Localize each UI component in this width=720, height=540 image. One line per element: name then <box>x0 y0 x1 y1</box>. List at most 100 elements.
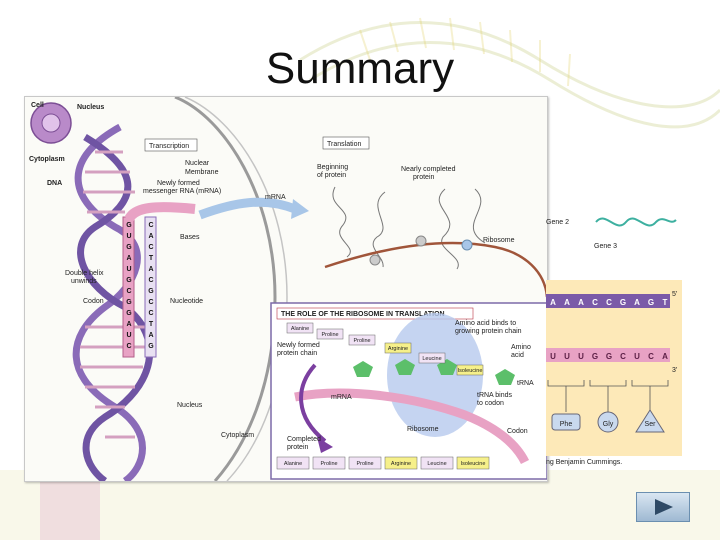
label-newly-formed-1: Newly formed <box>157 180 200 187</box>
dna-codon-base: A <box>634 298 640 307</box>
dna-codon-base: G <box>648 298 654 307</box>
mrna-base: C <box>126 288 131 295</box>
mrna-translation-strand <box>324 241 549 298</box>
label-bases: Bases <box>180 234 200 241</box>
inset-trna-binds-2: to codon <box>477 400 504 407</box>
transition-arrow <box>198 197 297 220</box>
dna-base: C <box>148 310 153 317</box>
mrna-strand <box>122 202 196 358</box>
label-beginning-1: Beginning <box>317 164 348 171</box>
inset-newly-formed-2: protein chain <box>277 350 317 357</box>
dna-codon-base: A <box>550 298 556 307</box>
label-cell: Cell <box>31 102 44 109</box>
rna-codon-base: C <box>648 352 654 361</box>
ribosome-inset: THE ROLE OF THE RIBOSOME IN TRANSLATION … <box>270 302 548 480</box>
label-cytoplasm-top: Cytoplasm <box>29 156 65 163</box>
mrna-base: G <box>126 299 132 306</box>
dna-base: T <box>149 321 154 328</box>
chain-amino-label: Alanine <box>284 461 302 467</box>
label-codon: Codon <box>83 298 104 305</box>
inset-trna: tRNA <box>517 380 534 387</box>
label-credit: ng Benjamin Cummings. <box>546 459 622 466</box>
label-nearly-1: Nearly completed <box>401 166 456 173</box>
rna-codon-base: C <box>620 352 626 361</box>
amino-acid-label: Isoleucine <box>458 368 483 374</box>
inset-mrna: mRNA <box>331 394 352 401</box>
dna-codon-base: A <box>578 298 584 307</box>
label-beginning-2: of protein <box>317 172 346 179</box>
chain-amino-label: Proline <box>356 461 373 467</box>
dna-base: T <box>149 255 154 262</box>
dna-base: C <box>148 244 153 251</box>
rna-codon-base: U <box>550 352 556 361</box>
dna-codon-base: C <box>606 298 612 307</box>
rna-codon-base: U <box>634 352 640 361</box>
label-cytoplasm-bottom: Cytoplasm <box>221 432 254 439</box>
mrna-base: U <box>126 233 131 240</box>
rna-codon-base: A <box>662 352 668 361</box>
dna-codon-base: T <box>663 298 668 307</box>
inset-amino-acid-1: Amino <box>511 344 531 351</box>
inset-amino-binds-2: growing protein chain <box>455 328 522 335</box>
amino-acid-label: Leucine <box>422 356 441 362</box>
label-nucleus-top: Nucleus <box>77 104 104 111</box>
play-icon <box>655 499 673 515</box>
mrna-base: U <box>126 266 131 273</box>
dna-codon-base: G <box>620 298 626 307</box>
chain-amino-label: Proline <box>320 461 337 467</box>
amino-acid-box <box>456 364 484 376</box>
mrna-base: G <box>126 277 132 284</box>
label-nearly-2: protein <box>413 174 435 181</box>
gene3-squiggle <box>595 217 677 227</box>
label-nuclear-1: Nuclear <box>185 160 210 167</box>
inset-ribosome: Ribosome <box>407 426 439 433</box>
slide-title: Summary <box>265 44 455 93</box>
inset-mrna <box>294 388 530 465</box>
amino-acid-symbol: Phe <box>560 421 573 428</box>
inset-amino-binds-1: Amino acid binds to <box>455 320 516 327</box>
dna-base: C <box>148 277 153 284</box>
mrna-base: G <box>126 310 132 317</box>
growing-chain-arrow <box>299 363 327 443</box>
next-slide-button[interactable] <box>636 492 690 522</box>
amino-acid-label: Alanine <box>291 326 309 332</box>
inset-amino-acid-2: acid <box>511 352 524 359</box>
inset-trna-binds-1: tRNA binds <box>477 392 513 399</box>
chain-amino-box <box>312 456 346 470</box>
dna-base: G <box>148 343 154 350</box>
label-translation: Translation <box>327 141 361 148</box>
label-nuclear-2: Membrane <box>185 169 219 176</box>
label-dna: DNA <box>47 180 62 187</box>
inset-codon: Codon <box>507 428 528 435</box>
chain-amino-label: Isoleucine <box>461 461 486 467</box>
label-newly-formed-2: messenger RNA (mRNA) <box>143 188 221 195</box>
amino-acid-symbol: Ser <box>645 421 657 428</box>
label-ribosome: Ribosome <box>483 237 515 244</box>
amino-acid-box <box>418 352 446 364</box>
inset-newly-formed-1: Newly formed <box>277 342 320 349</box>
dna-base: C <box>148 299 153 306</box>
mrna-base: A <box>126 255 131 262</box>
dna-base: C <box>148 222 153 229</box>
amino-acid-label: Proline <box>353 338 370 344</box>
mrna-base: G <box>126 222 132 229</box>
dna-base: G <box>148 288 154 295</box>
amino-acid-label: Proline <box>321 332 338 338</box>
chain-amino-label: Arginine <box>391 461 411 467</box>
inset-title: THE ROLE OF THE RIBOSOME IN TRANSLATION <box>281 311 445 318</box>
nuclear-membrane <box>174 95 277 482</box>
inset-completed-1: Completed <box>287 436 321 443</box>
amino-acid-box <box>286 322 314 334</box>
label-double-helix-1: Double helix <box>65 270 104 277</box>
nucleus-icon <box>41 113 61 133</box>
inset-completed-2: protein <box>287 444 309 451</box>
chain-amino-box <box>384 456 418 470</box>
dna-base: A <box>148 233 153 240</box>
mrna-base: C <box>126 343 131 350</box>
rna-codon-base: G <box>606 352 612 361</box>
chain-amino-box <box>420 456 454 470</box>
chain-amino-box <box>348 456 382 470</box>
